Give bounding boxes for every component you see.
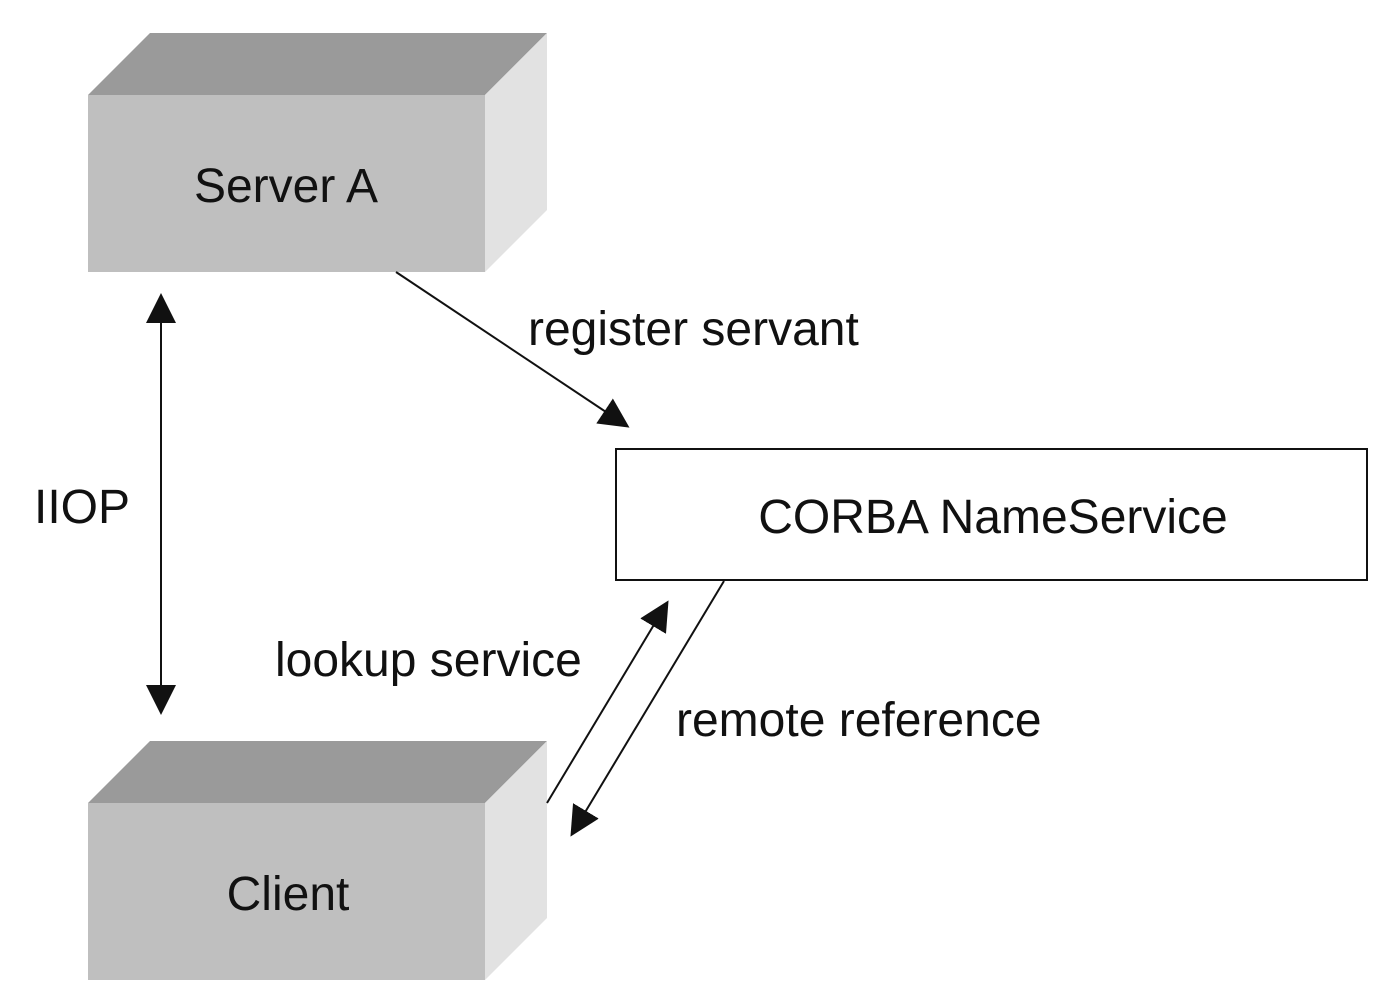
remote-reference-arrow	[570, 580, 725, 837]
remote-reference-label: remote reference	[676, 694, 1042, 747]
name-service-label: CORBA NameService	[758, 491, 1227, 544]
client-box-front	[88, 803, 485, 980]
server-a-box-front	[88, 95, 485, 272]
lookup-service-label: lookup service	[275, 634, 582, 687]
client-box-top	[88, 741, 547, 803]
name-service-box-rect	[615, 448, 1368, 581]
client-label: Client	[227, 868, 350, 921]
client-box-side	[485, 741, 547, 980]
server-a-label: Server A	[194, 160, 378, 213]
name-service-box: CORBA NameService	[615, 448, 1368, 581]
server-a-box-side	[485, 33, 547, 272]
server-a-box-top	[88, 33, 547, 95]
client-box: Client	[88, 741, 547, 980]
server-a-box: Server A	[88, 33, 547, 272]
register-servant-arrow	[395, 271, 630, 428]
register-servant-label: register servant	[528, 303, 859, 356]
lookup-service-arrow	[546, 600, 669, 804]
iiop-label: IIOP	[34, 481, 130, 534]
